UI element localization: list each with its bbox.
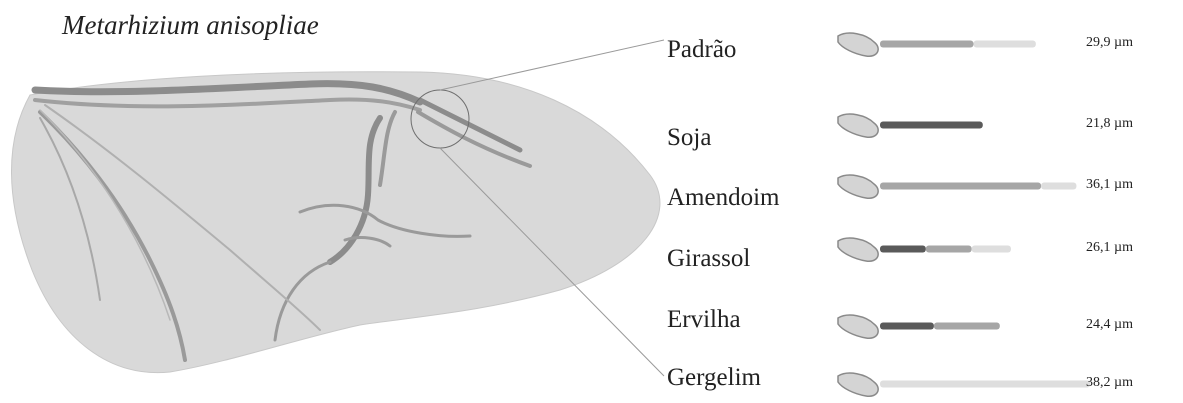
conidium: [838, 373, 878, 396]
tube-length-value: 26,1 µm: [1086, 240, 1133, 256]
tube-segment-mid: [926, 246, 972, 253]
germ-tube: [838, 315, 1000, 338]
medium-label: Girassol: [667, 245, 750, 273]
wing-membrane: [11, 72, 659, 373]
germ-tube: [838, 33, 1036, 56]
medium-label: Soja: [667, 124, 711, 152]
tube-segment-mid: [880, 41, 974, 48]
conidium: [838, 175, 878, 198]
medium-label: Gergelim: [667, 364, 761, 392]
tube-segment-dark: [880, 122, 983, 129]
medium-label: Padrão: [667, 36, 736, 64]
tube-segment-mid: [934, 323, 1000, 330]
conidium: [838, 33, 878, 56]
germ-tubes: [838, 33, 1090, 396]
tube-segment-light: [1041, 183, 1076, 190]
tube-length-value: 21,8 µm: [1086, 116, 1133, 132]
medium-label: Ervilha: [667, 306, 741, 334]
germ-tube: [838, 175, 1076, 198]
tube-length-value: 29,9 µm: [1086, 35, 1133, 51]
conidium: [838, 238, 878, 261]
tube-length-value: 38,2 µm: [1086, 375, 1133, 391]
tube-length-value: 36,1 µm: [1086, 177, 1133, 193]
medium-label: Amendoim: [667, 184, 780, 212]
tube-segment-dark: [880, 323, 934, 330]
tube-segment-dark: [880, 246, 926, 253]
germ-tube: [838, 238, 1011, 261]
leader-line-top: [440, 40, 664, 90]
conidium: [838, 114, 878, 137]
conidium: [838, 315, 878, 338]
germ-tube: [838, 373, 1090, 396]
tube-length-value: 24,4 µm: [1086, 317, 1133, 333]
germ-tube: [838, 114, 983, 137]
tube-segment-light: [974, 41, 1036, 48]
tube-segment-light: [880, 381, 1090, 388]
tube-segment-light: [972, 246, 1011, 253]
tube-segment-mid: [880, 183, 1041, 190]
